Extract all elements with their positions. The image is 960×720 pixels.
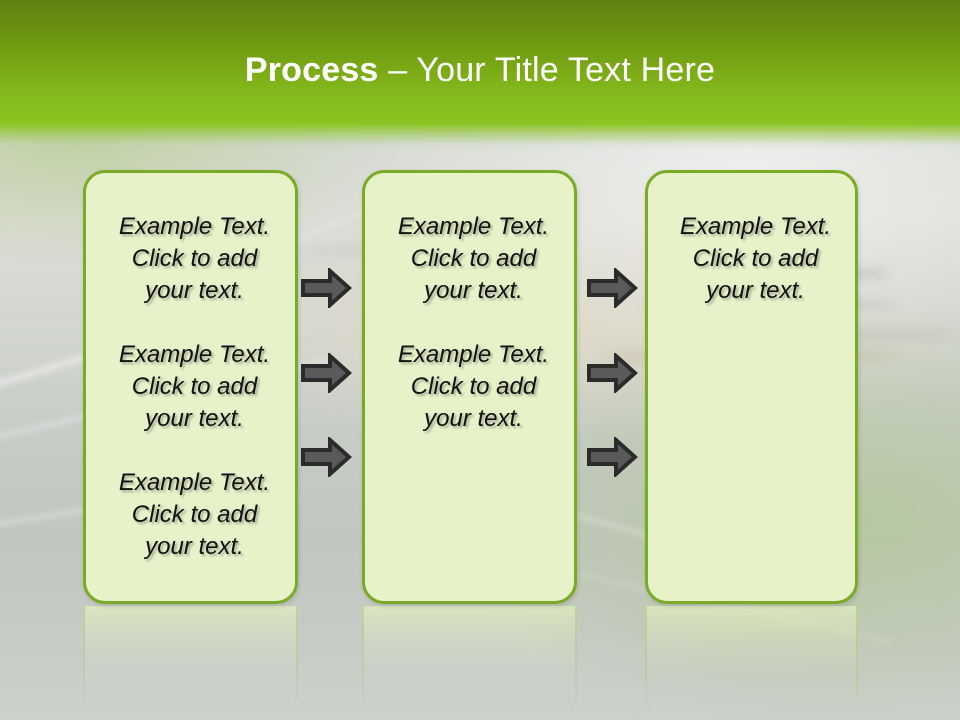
arrow-right-icon[interactable] <box>586 268 638 308</box>
text-block[interactable]: Example Text. Click to add your text. <box>118 213 271 304</box>
process-card-1[interactable]: Example Text. Click to add your text. Ex… <box>83 170 298 604</box>
title-banner <box>0 0 960 124</box>
process-card-3-body: Example Text. Click to add your text. <box>660 211 843 307</box>
arrow-right-icon[interactable] <box>586 353 638 393</box>
text-block[interactable]: Example Text. Click to add your text. <box>118 469 271 560</box>
text-block[interactable]: Example Text. Click to add your text. <box>679 213 832 304</box>
arrow-right-icon[interactable] <box>300 268 352 308</box>
cloud-streak <box>760 330 960 338</box>
card-reflection-2 <box>362 606 577 718</box>
process-card-2-body: Example Text. Click to add your text. Ex… <box>377 211 562 435</box>
process-card-3[interactable]: Example Text. Click to add your text. <box>645 170 858 604</box>
title-banner-fade <box>0 124 960 150</box>
arrow-right-icon[interactable] <box>586 437 638 477</box>
text-block[interactable]: Example Text. Click to add your text. <box>397 341 550 432</box>
page-title: Process – Your Title Text Here <box>0 50 960 90</box>
page-title-rest: – Your Title Text Here <box>378 51 716 89</box>
text-block[interactable]: Example Text. Click to add your text. <box>118 341 271 432</box>
process-card-1-body: Example Text. Click to add your text. Ex… <box>98 211 283 563</box>
process-card-2[interactable]: Example Text. Click to add your text. Ex… <box>362 170 577 604</box>
card-reflection-1 <box>83 606 298 718</box>
page-title-strong: Process <box>244 51 379 89</box>
arrow-right-icon[interactable] <box>300 437 352 477</box>
card-reflection-3 <box>645 606 858 718</box>
text-block[interactable]: Example Text. Click to add your text. <box>397 213 550 304</box>
arrow-right-icon[interactable] <box>300 353 352 393</box>
